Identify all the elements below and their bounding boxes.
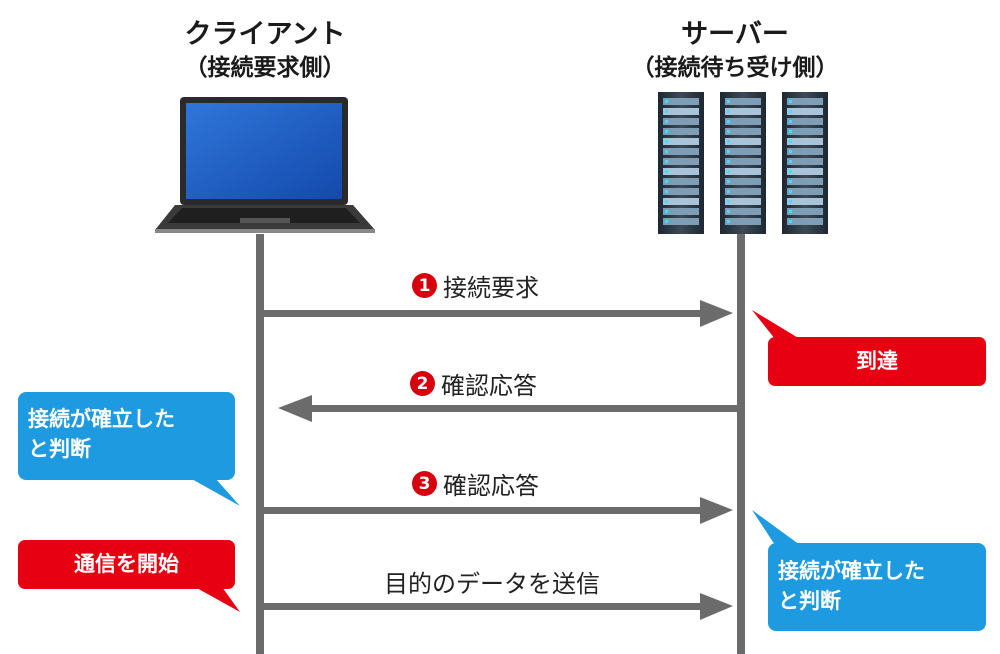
arrow-connect-request: [264, 300, 733, 327]
message-ack-2: 3 確認応答: [412, 466, 539, 501]
server-title: サーバー: [681, 19, 789, 50]
step-3-badge: 3: [412, 471, 437, 496]
laptop-icon: [155, 97, 375, 233]
callout-arrival-text: 到達: [856, 349, 898, 373]
message-ack-1: 2 確認応答: [410, 366, 537, 401]
arrow-ack-1: [278, 395, 737, 422]
message-label: 接続要求: [443, 274, 539, 302]
callout-start-comm-text: 通信を開始: [74, 552, 179, 576]
callout-start-comm: [18, 540, 240, 612]
arrow-send-data: [264, 593, 733, 620]
client-title: クライアント: [184, 19, 346, 50]
message-label: 確認応答: [443, 472, 539, 500]
server-rack-icon: [658, 92, 828, 234]
callout-client-established: [18, 392, 240, 506]
message-send-data: 目的のデータを送信: [384, 564, 600, 599]
step-2-badge: 2: [410, 371, 435, 396]
message-connect-request: 1 接続要求: [412, 268, 539, 303]
server-subtitle: （接続待ち受け側）: [631, 55, 839, 81]
callout-client-established-text: 接続が確立した と判断: [28, 407, 175, 461]
arrow-ack-2: [264, 497, 733, 524]
callout-server-established: [752, 510, 986, 631]
callout-server-established-text: 接続が確立した と判断: [778, 559, 925, 613]
server-lifeline: [737, 234, 745, 654]
client-subtitle: （接続要求側）: [184, 55, 346, 81]
message-label: 目的のデータを送信: [384, 570, 600, 598]
message-label: 確認応答: [441, 372, 537, 400]
step-1-badge: 1: [412, 273, 437, 298]
client-lifeline: [256, 234, 264, 654]
callout-arrival: [752, 310, 986, 386]
